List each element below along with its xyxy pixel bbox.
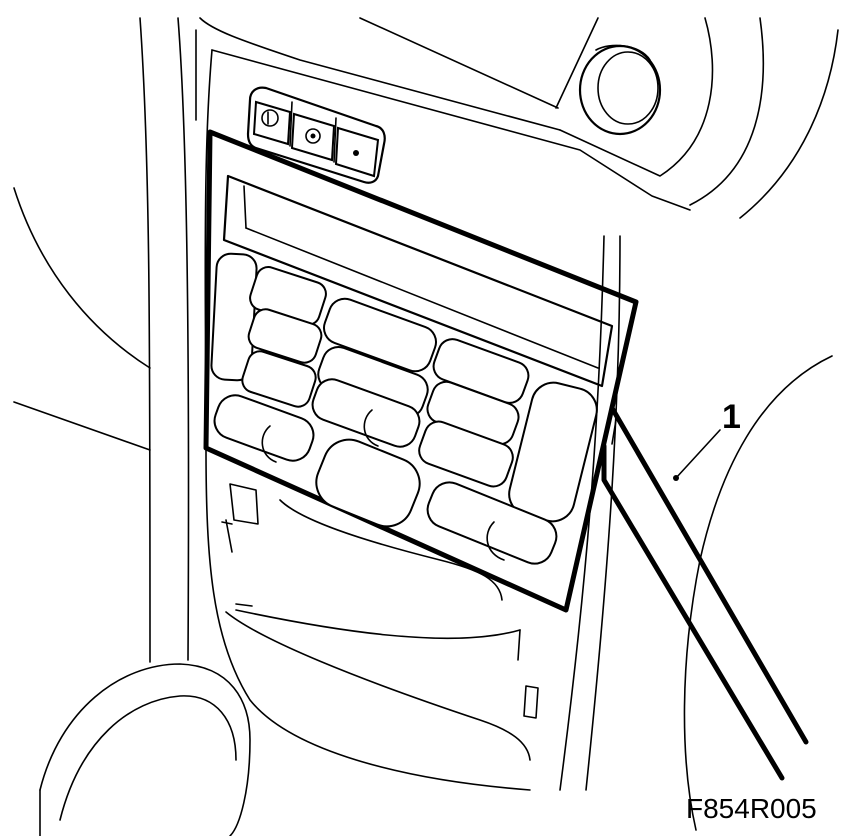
radio-unit[interactable] bbox=[203, 129, 639, 613]
dashboard-upper bbox=[195, 17, 765, 401]
right-seat-outline bbox=[683, 29, 839, 831]
figure-code: F854R005 bbox=[686, 793, 817, 824]
left-seat-outline bbox=[13, 17, 190, 663]
rear-defrost-icon[interactable] bbox=[252, 100, 292, 146]
radio-buttons[interactable] bbox=[209, 252, 601, 569]
radio-display bbox=[222, 174, 614, 388]
callout-leader bbox=[673, 429, 721, 481]
indicator-icon[interactable] bbox=[334, 126, 380, 178]
removal-tool bbox=[601, 405, 809, 781]
top-button-strip bbox=[246, 86, 386, 184]
air-vent-knob bbox=[578, 44, 662, 136]
gear-lever-knob bbox=[39, 663, 251, 836]
fan-icon[interactable] bbox=[290, 112, 336, 162]
callout-number: 1 bbox=[722, 398, 741, 436]
lower-console bbox=[205, 235, 621, 791]
